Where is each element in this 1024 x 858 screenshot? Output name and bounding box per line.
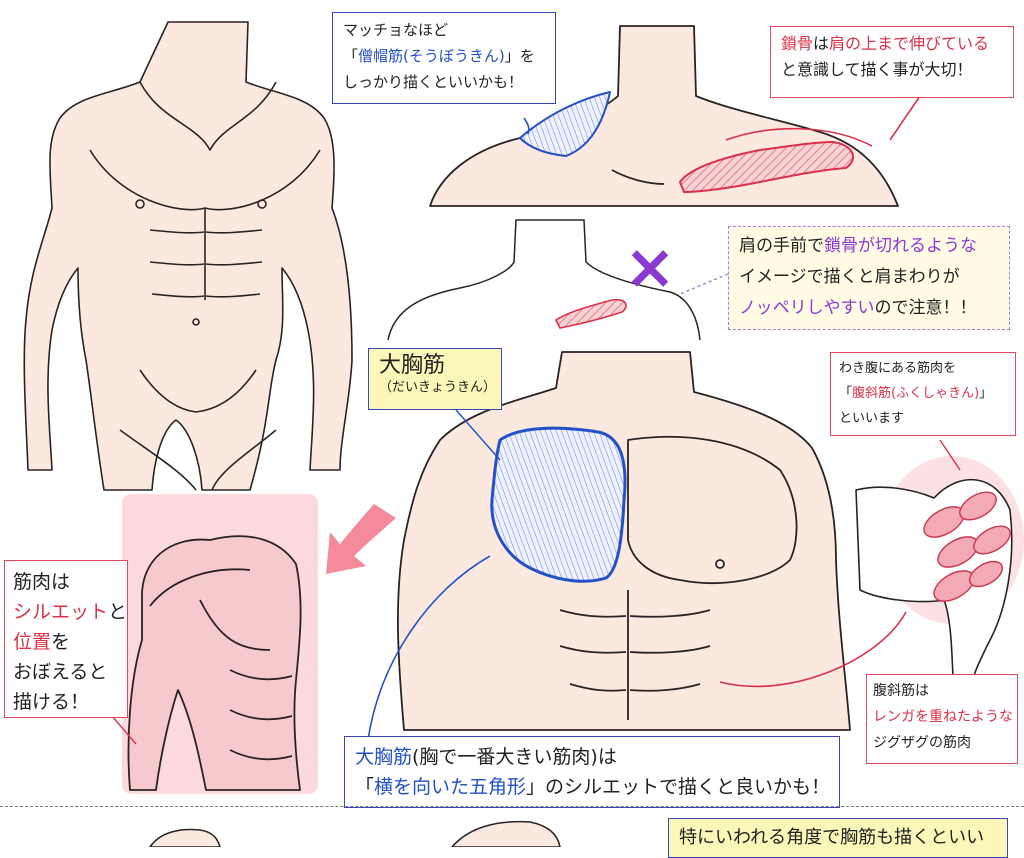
chest-figure bbox=[397, 351, 851, 731]
silhouette-line3-post: を bbox=[51, 631, 71, 653]
clavicle-callout-line2: と意識して描く事が大切！ bbox=[781, 60, 973, 79]
trapezius-term: 僧帽筋(そうぼうきん) bbox=[358, 47, 505, 65]
trapezius-callout-bracket-open: 「 bbox=[343, 47, 359, 65]
oblique-bracket-close: 」 bbox=[979, 386, 993, 401]
oblique-callout: わき腹にある筋肉を 「腹斜筋(ふくしゃきん)」 といいます bbox=[830, 352, 1016, 436]
pectoral-shape-callout: 大胸筋(胸で一番大きい筋肉)は 「横を向いた五角形」のシルエットで描くと良いかも… bbox=[344, 736, 840, 808]
oblique-pointer bbox=[939, 439, 961, 471]
arm-muscle-figure bbox=[122, 494, 318, 794]
oblique-callout-line1: わき腹にある筋肉を bbox=[839, 361, 957, 376]
pectoral-shape-line2-post: 」のシルエットで描くと良いかも！ bbox=[526, 776, 831, 798]
position-emphasis: 位置 bbox=[13, 631, 52, 653]
warning-line3-post: ので注意！！ bbox=[874, 298, 977, 318]
clavicle-pointer bbox=[889, 95, 921, 141]
warning-callout: 肩の手前で鎖骨が切れるような イメージで描くと肩まわりが ノッペリしやすいので注… bbox=[728, 226, 1010, 330]
full-torso-figure bbox=[23, 21, 353, 491]
trapezius-callout-bracket-close: 」を bbox=[504, 47, 535, 65]
trapezius-callout: マッチョなほど 「僧帽筋(そうぼうきん)」を しっかり描くといいかも！ bbox=[332, 12, 556, 104]
clavicle-particle: は bbox=[813, 34, 830, 53]
oblique-callout-line3: といいます bbox=[839, 411, 905, 426]
silhouette-callout: 筋肉は シルエットと 位置を おぼえると 描ける！ bbox=[4, 560, 128, 718]
big-pink-arrow-icon bbox=[326, 504, 396, 574]
pectoral-shape-term: 大胸筋 bbox=[355, 746, 413, 768]
oblique-term: 腹斜筋(ふくしゃきん) bbox=[852, 386, 980, 401]
trapezius-callout-line3: しっかり描くといいかも！ bbox=[343, 73, 524, 91]
wrong-x-mark: × bbox=[624, 230, 676, 303]
oblique-note-line1: 腹斜筋は bbox=[873, 683, 929, 699]
oblique-bracket-open: 「 bbox=[839, 386, 853, 401]
pectoral-shape-bracket-open: 「 bbox=[355, 776, 375, 798]
shoulder-trapezius-figure bbox=[429, 25, 899, 207]
oblique-note-line3: ジグザグの筋肉 bbox=[873, 735, 971, 751]
clavicle-term: 鎖骨 bbox=[781, 34, 814, 53]
oblique-note-emphasis: レンガを重ねたような bbox=[873, 709, 1013, 725]
pectoral-label: 大胸筋 （だいきょうきん） bbox=[368, 348, 502, 410]
warning-line3-emphasis: ノッペリしやすい bbox=[739, 298, 875, 318]
pectoral-shape-arrow bbox=[367, 555, 491, 741]
silhouette-line1: 筋肉は bbox=[13, 571, 71, 593]
clavicle-arrow bbox=[725, 127, 873, 147]
wrong-shoulder-figure bbox=[387, 219, 701, 341]
warning-line1-pre: 肩の手前で bbox=[739, 236, 824, 256]
silhouette-pointer bbox=[111, 715, 137, 745]
warning-line2: イメージで描くと肩まわりが bbox=[739, 267, 960, 287]
warning-pointer bbox=[679, 273, 729, 295]
silhouette-line2-post: と bbox=[108, 601, 128, 623]
oblique-note-arrow bbox=[719, 611, 907, 688]
pectoral-label-pointer bbox=[455, 409, 501, 461]
clavicle-callout: 鎖骨は肩の上まで伸びている と意識して描く事が大切！ bbox=[770, 26, 1014, 98]
bottom-cut-text: 特にいわれる角度で胸筋も描くといい bbox=[679, 827, 985, 848]
trapezius-arrow bbox=[523, 117, 530, 135]
connector-arrows bbox=[111, 95, 961, 745]
bottom-cut-callout: 特にいわれる角度で胸筋も描くといい bbox=[668, 818, 1008, 858]
silhouette-line4: おぼえると bbox=[13, 661, 108, 683]
bottom-figures-cut bbox=[149, 820, 561, 847]
silhouette-emphasis: シルエット bbox=[13, 601, 109, 623]
pectoral-shape-line1-post: (胸で一番大きい筋肉)は bbox=[412, 746, 617, 768]
section-divider bbox=[0, 806, 1024, 807]
warning-line1-emphasis: 鎖骨が切れるような bbox=[824, 236, 977, 256]
trapezius-callout-line1: マッチョなほど bbox=[343, 21, 449, 39]
pectoral-label-title: 大胸筋 bbox=[379, 353, 446, 378]
pectoral-shape-emphasis: 横を向いた五角形 bbox=[374, 776, 527, 798]
oblique-note-callout: 腹斜筋は レンガを重ねたような ジグザグの筋肉 bbox=[866, 674, 1018, 764]
oblique-figure bbox=[855, 456, 1024, 701]
silhouette-line5: 描ける！ bbox=[13, 691, 90, 713]
pectoral-label-reading: （だいきょうきん） bbox=[379, 380, 497, 395]
clavicle-emphasis: 肩の上まで伸びている bbox=[829, 34, 990, 53]
